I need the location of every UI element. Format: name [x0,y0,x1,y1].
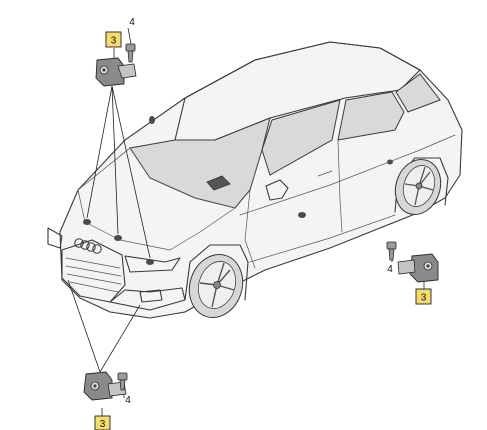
sill-line [249,214,396,263]
rear-quarter-window [395,73,441,113]
svg-text:3: 3 [421,293,427,304]
sensor-mount-rear [387,159,393,165]
rear-wheel [394,157,449,215]
bolt-right [386,241,397,261]
callout-bolt-bottom: 4 [125,395,131,406]
sensor-right [397,253,439,283]
side-window-front [261,99,341,176]
front-grille [61,239,126,303]
side-window-rear [337,91,405,141]
svg-text:3: 3 [111,36,117,47]
windshield-sensor [206,175,231,191]
callout-sensor-right: 3 [415,288,432,305]
hood [77,147,236,251]
sensor-top [95,57,137,87]
svg-text:4: 4 [125,395,131,406]
sensor-mount-a-pillar [149,116,155,124]
sensor-mount-door [298,212,306,218]
body-crease [239,134,456,216]
callout-sensor-bottom: 3 [94,415,111,430]
sensor-bottom [83,371,127,401]
sensor-mount-grille [146,259,154,265]
grille-slats [65,257,122,293]
headlight-right [124,255,181,273]
svg-text:4: 4 [129,17,135,28]
svg-text:3: 3 [100,419,106,430]
car-illustration [47,41,463,319]
sensor-mount-front-left [83,219,91,225]
bolt-bottom [117,372,128,391]
callout-sensor-top: 3 [105,31,122,48]
side-mirror [265,179,289,201]
callout-bolt-top: 4 [129,17,135,28]
brand-rings-logo [74,238,102,254]
door-line-rear [337,139,343,233]
callout-bolt-right: 4 [387,264,393,275]
door-handle [317,170,333,177]
front-bumper [109,287,186,311]
door-line [244,149,263,269]
svg-text:4: 4 [387,264,393,275]
fog-light [139,289,163,303]
leader-lines [67,27,425,416]
bolt-top [125,43,136,63]
front-wheel [184,244,249,318]
headlight-left [47,227,63,249]
sensor-mount-front-right [114,235,122,241]
